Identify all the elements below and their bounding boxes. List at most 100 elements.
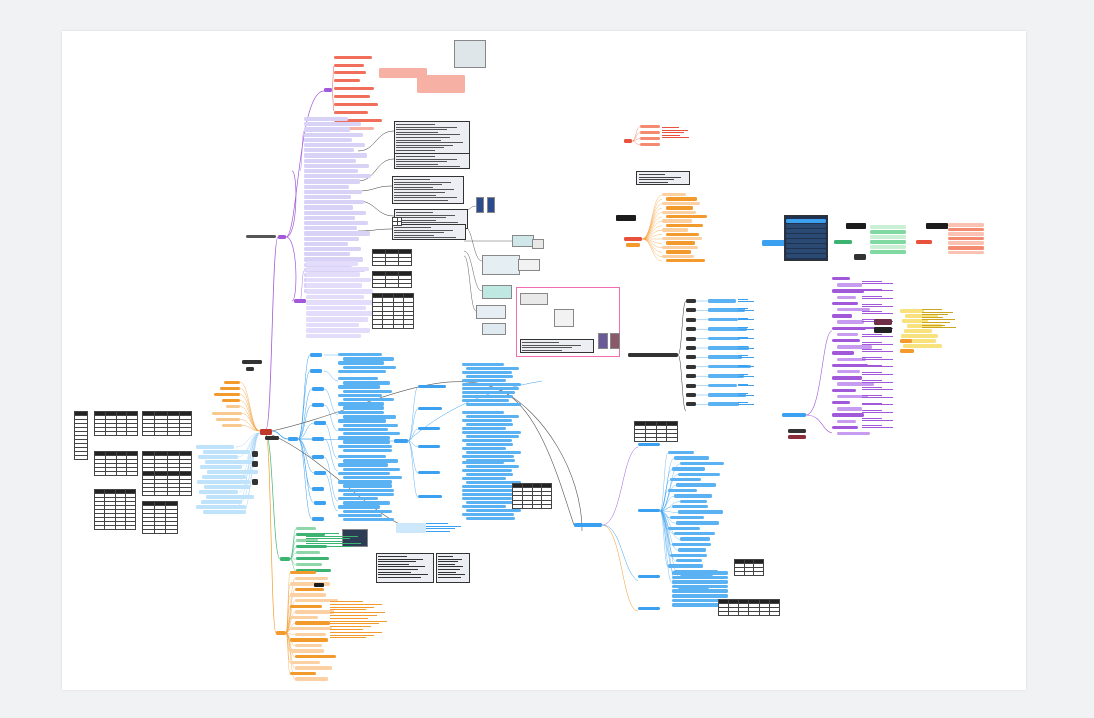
- blue-leaf[interactable]: [676, 559, 702, 562]
- green-node[interactable]: [870, 250, 906, 254]
- blue-leaf[interactable]: [343, 449, 392, 452]
- orange-node[interactable]: [295, 666, 332, 669]
- purple-node[interactable]: [832, 277, 850, 280]
- orange-node[interactable]: [290, 649, 324, 652]
- lavender-text-node[interactable]: [304, 221, 368, 225]
- blue-leaf[interactable]: [708, 318, 738, 322]
- blue-note[interactable]: [396, 523, 426, 533]
- blue-leaf[interactable]: [343, 424, 398, 427]
- light-blue-node[interactable]: [202, 475, 246, 479]
- green-node[interactable]: [296, 527, 316, 530]
- blue-leaf[interactable]: [672, 576, 728, 580]
- blue-leaf[interactable]: [338, 489, 394, 492]
- blue-hub[interactable]: [288, 437, 298, 441]
- lavender-text-node[interactable]: [304, 148, 354, 152]
- blue-leaf[interactable]: [462, 363, 504, 366]
- orange-node[interactable]: [662, 237, 702, 240]
- blue-leaf[interactable]: [466, 509, 521, 512]
- orange-node[interactable]: [666, 206, 693, 209]
- blue-leaf[interactable]: [343, 381, 390, 384]
- purple-node[interactable]: [837, 432, 870, 435]
- green-node[interactable]: [870, 240, 906, 244]
- sub-root[interactable]: [874, 327, 892, 333]
- orange-node[interactable]: [666, 250, 691, 253]
- blue-leaf[interactable]: [466, 435, 519, 438]
- blue-leaf[interactable]: [462, 497, 512, 500]
- purple-node[interactable]: [837, 407, 862, 410]
- blue-leaf[interactable]: [338, 480, 392, 483]
- lavender-text-node[interactable]: [304, 179, 360, 183]
- navy-node[interactable]: [786, 224, 826, 228]
- purple-node[interactable]: [832, 302, 858, 305]
- blue-leaf[interactable]: [338, 436, 390, 439]
- purple-node[interactable]: [837, 345, 872, 348]
- orange-node[interactable]: [295, 621, 330, 624]
- purple-node[interactable]: [294, 299, 306, 303]
- red-node[interactable]: [334, 103, 378, 106]
- black-node[interactable]: [686, 355, 696, 359]
- blue-leaf[interactable]: [462, 513, 514, 516]
- light-blue-node[interactable]: [205, 460, 254, 464]
- lavender-text-node[interactable]: [304, 164, 369, 168]
- lavender-text-node[interactable]: [304, 159, 356, 163]
- blue-leaf[interactable]: [668, 564, 703, 567]
- blue-leaf[interactable]: [678, 473, 720, 476]
- blue-leaf[interactable]: [338, 505, 380, 508]
- blue-leaf[interactable]: [680, 537, 710, 540]
- blue-leaf[interactable]: [466, 501, 513, 504]
- blue-leaf[interactable]: [343, 518, 394, 521]
- purple-node[interactable]: [832, 327, 866, 330]
- connector-node[interactable]: [252, 451, 258, 457]
- orange-node[interactable]: [666, 233, 699, 236]
- red-node[interactable]: [334, 64, 364, 67]
- black-node[interactable]: [686, 308, 696, 312]
- blue-leaf[interactable]: [462, 371, 512, 374]
- red-node[interactable]: [640, 137, 660, 140]
- lavender-text-node[interactable]: [304, 195, 351, 199]
- orange-node[interactable]: [212, 412, 242, 415]
- blue-leaf[interactable]: [672, 571, 728, 575]
- orange-node[interactable]: [220, 387, 240, 390]
- root-label[interactable]: [242, 360, 262, 364]
- blue-leaf[interactable]: [343, 493, 394, 496]
- orange-node[interactable]: [666, 259, 705, 262]
- blue-leaf[interactable]: [343, 390, 392, 393]
- blue-leaf[interactable]: [668, 489, 697, 492]
- blue-leaf[interactable]: [462, 431, 504, 434]
- orange-node[interactable]: [900, 339, 912, 343]
- light-blue-node[interactable]: [199, 490, 238, 494]
- orange-node[interactable]: [666, 215, 707, 218]
- blue-leaf[interactable]: [338, 428, 388, 431]
- blue-leaf[interactable]: [338, 497, 378, 500]
- green-node[interactable]: [296, 557, 329, 560]
- orange-node[interactable]: [662, 211, 696, 214]
- map-root[interactable]: [624, 237, 642, 241]
- red-node[interactable]: [948, 228, 984, 232]
- green-hub[interactable]: [280, 557, 290, 561]
- blue-leaf[interactable]: [338, 514, 382, 517]
- red-node[interactable]: [948, 223, 984, 227]
- blue-node[interactable]: [418, 385, 446, 388]
- lavender-text-node[interactable]: [306, 272, 360, 277]
- blue-leaf[interactable]: [462, 391, 512, 394]
- map-sub[interactable]: [626, 243, 640, 247]
- blue-leaf[interactable]: [343, 440, 390, 443]
- orange-node[interactable]: [662, 202, 700, 205]
- orange-node[interactable]: [214, 393, 240, 396]
- orange-node[interactable]: [290, 661, 320, 664]
- blue-leaf[interactable]: [338, 411, 384, 414]
- blue-leaf[interactable]: [672, 589, 728, 593]
- navy-node[interactable]: [786, 234, 826, 238]
- red-node[interactable]: [640, 131, 660, 134]
- purple-node[interactable]: [832, 401, 850, 404]
- red-node[interactable]: [640, 125, 660, 128]
- blue-leaf[interactable]: [680, 462, 724, 465]
- blue-leaf[interactable]: [672, 594, 728, 598]
- blue-node[interactable]: [418, 407, 442, 410]
- orange-node[interactable]: [662, 228, 688, 231]
- blue-leaf[interactable]: [343, 406, 384, 409]
- blue-leaf[interactable]: [338, 394, 382, 397]
- root-tag[interactable]: [265, 436, 279, 440]
- orange-node[interactable]: [290, 593, 326, 596]
- blue-leaf[interactable]: [672, 580, 728, 584]
